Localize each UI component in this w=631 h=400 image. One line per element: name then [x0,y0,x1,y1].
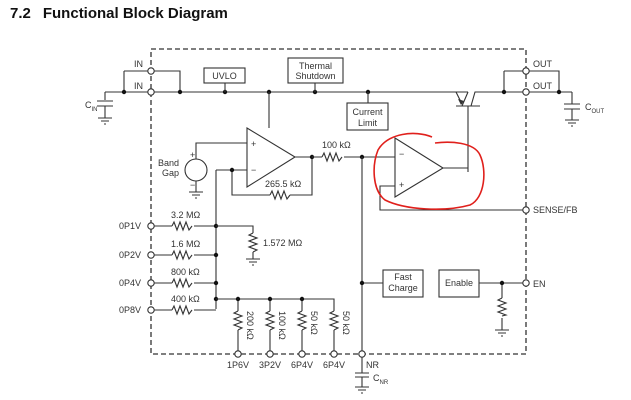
pin-0p1v-label: 0P1V [119,221,141,231]
thermal-label-1: Thermal [299,61,332,71]
out-rail [480,70,572,95]
r1m6-label: 1.6 MΩ [171,239,201,249]
bandgap-minus: − [190,180,195,190]
cin-capacitor [97,100,113,125]
sense-fb-pin [522,206,530,214]
input-ladder [151,220,219,316]
r1572-label: 1.572 MΩ [263,238,303,248]
fast-label-1: Fast [394,272,412,282]
section-heading: 7.2 Functional Block Diagram [10,5,228,22]
pass-transistor [455,91,480,172]
bandgap-label-2: Gap [162,168,179,178]
nr-label: NR [366,360,379,370]
r265-label: 265.5 kΩ [265,179,302,189]
reference-amplifier [246,127,297,188]
pin-1p6v [234,350,242,358]
resistor-1572k [247,232,259,253]
resistor-265k [269,189,291,201]
amp1-minus: − [251,165,256,175]
in-pin-2-label: IN [134,81,143,91]
bandgap-plus: + [190,150,195,160]
en-label: EN [533,279,546,289]
current-limit-block [346,102,389,131]
uvlo-label: UVLO [212,71,237,81]
in-pin-1-label: IN [134,59,143,69]
thermal-label-2: Shutdown [295,71,335,81]
pin-6p4v-b [330,350,338,358]
amp1-plus: + [251,139,256,149]
sense-fb-label: SENSE/FB [533,205,578,215]
current-label-1: Current [352,107,383,117]
cnr-capacitor [355,357,369,394]
section-title: Functional Block Diagram [42,5,228,22]
nr-pin [358,350,366,358]
pin-6p4v-a-label: 6P4V [291,360,313,370]
cout-capacitor [564,92,580,127]
out-pin-1-label: OUT [533,59,553,69]
pin-3p2v [266,350,274,358]
r100kv-label: 100 kΩ [277,311,287,340]
fast-charge-block [382,269,424,298]
current-label-2: Limit [358,118,378,128]
out-pin-1 [522,67,530,75]
thermal-shutdown-block [287,57,344,84]
amp2-plus: + [399,180,404,190]
in-pin-1 [147,67,155,75]
pin-0p4v [147,279,155,287]
pin-0p2v-label: 0P2V [119,250,141,260]
r50kb-label: 50 kΩ [341,311,351,335]
enable-pulldown-resistor [496,297,508,317]
r400k-label: 400 kΩ [171,294,200,304]
bandgap-label-1: Band [158,158,179,168]
pin-1p6v-label: 1P6V [227,360,249,370]
enable-block [438,269,480,298]
r800k-label: 800 kΩ [171,267,200,277]
section-number: 7.2 [10,5,31,22]
amp2-minus: − [399,149,404,159]
resistor-100k [321,151,343,163]
pin-6p4v-a [298,350,306,358]
pin-3p2v-label: 3P2V [259,360,281,370]
in-pin-2 [147,88,155,96]
bandgap-source [184,158,208,182]
r100k-label: 100 kΩ [322,140,351,150]
output-ladder [232,296,340,354]
in-rail [104,70,468,100]
pin-0p8v [147,306,155,314]
pin-0p2v [147,251,155,259]
cin-label: CIN [85,100,98,113]
pin-0p1v [147,222,155,230]
r3m2-label: 3.2 MΩ [171,210,201,220]
device-boundary [150,48,527,355]
out-pin-2-label: OUT [533,81,553,91]
pin-0p8v-label: 0P8V [119,305,141,315]
r50ka-label: 50 kΩ [309,311,319,335]
cnr-label: CNR [373,373,389,386]
error-amplifier [394,137,445,198]
cout-label: COUT [585,102,605,115]
en-pin [522,279,530,287]
r200k-label: 200 kΩ [245,311,255,340]
enable-label: Enable [445,278,473,288]
red-annotation-circle [373,132,485,210]
pin-6p4v-b-label: 6P4V [323,360,345,370]
pin-0p4v-label: 0P4V [119,278,141,288]
out-pin-2 [522,88,530,96]
fast-label-2: Charge [388,283,418,293]
